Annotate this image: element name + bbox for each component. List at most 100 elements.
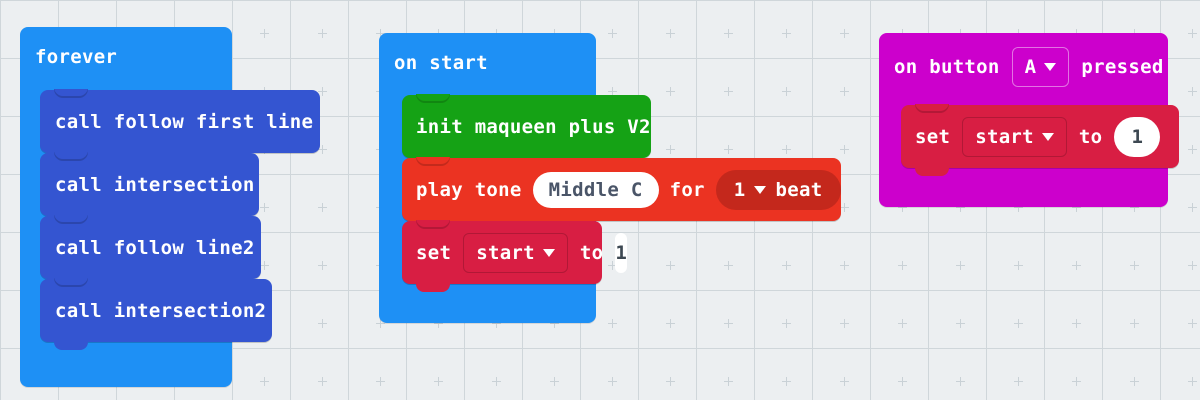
grid-plus-marker (1072, 377, 1081, 386)
block-label: call intersection (55, 173, 255, 196)
grid-plus-marker (1014, 319, 1023, 328)
grid-plus-marker (724, 145, 733, 154)
grid-plus-marker (666, 145, 675, 154)
chevron-down-icon (1041, 132, 1054, 141)
variable-name-text: start (476, 241, 535, 264)
set-to-label: to (1078, 125, 1103, 148)
grid-plus-marker (898, 261, 907, 270)
grid-plus-marker (1188, 29, 1197, 38)
play-tone-for-label: for (669, 178, 705, 201)
grid-plus-marker (782, 319, 791, 328)
assign-value-text: 1 (1131, 125, 1144, 148)
grid-plus-marker (376, 377, 385, 386)
grid-plus-marker (782, 377, 791, 386)
grid-plus-marker (1188, 319, 1197, 328)
grid-plus-marker (724, 261, 733, 270)
button-select-text: A (1024, 56, 1037, 78)
grid-plus-marker (666, 29, 675, 38)
forever-label: forever (35, 46, 118, 68)
variable-name-dropdown[interactable]: start (463, 232, 568, 273)
on-start-label: on start (394, 52, 488, 74)
grid-plus-marker (666, 87, 675, 96)
grid-plus-marker (956, 377, 965, 386)
block-label: call intersection2 (55, 299, 267, 322)
block-notch (915, 104, 949, 113)
grid-plus-marker (666, 377, 675, 386)
block-notch (416, 94, 450, 103)
grid-plus-marker (1130, 377, 1139, 386)
call-intersection2-block[interactable]: call intersection2 (40, 278, 272, 350)
grid-plus-marker (956, 261, 965, 270)
grid-plus-marker (840, 29, 849, 38)
grid-plus-marker (840, 261, 849, 270)
chevron-down-icon (542, 248, 555, 257)
block-notch (54, 278, 88, 287)
tone-value-field[interactable]: Middle C (532, 171, 659, 208)
grid-plus-marker (1072, 261, 1081, 270)
on-button-lead-label: on button (894, 56, 1000, 78)
assign-value-field[interactable]: 1 (615, 232, 628, 273)
grid-plus-marker (434, 377, 443, 386)
grid-plus-marker (1188, 145, 1197, 154)
variable-name-dropdown[interactable]: start (962, 116, 1067, 157)
grid-plus-marker (666, 261, 675, 270)
on-button-header: on button A pressed (894, 47, 1164, 87)
grid-plus-marker (840, 377, 849, 386)
set-variable-block-onbutton[interactable]: set start to 1 (901, 104, 1179, 176)
grid-plus-marker (1014, 377, 1023, 386)
block-notch (54, 152, 88, 161)
block-bump (54, 342, 88, 350)
block-label: init maqueen plus V2 (416, 115, 651, 138)
button-select-dropdown[interactable]: A (1011, 47, 1070, 87)
grid-plus-marker (898, 377, 907, 386)
grid-plus-marker (1188, 87, 1197, 96)
set-variable-block-onstart[interactable]: set start to 1 (402, 220, 628, 292)
grid-plus-marker (840, 203, 849, 212)
grid-plus-marker (550, 377, 559, 386)
grid-plus-marker (318, 377, 327, 386)
grid-plus-marker (260, 261, 269, 270)
grid-plus-marker (260, 29, 269, 38)
grid-plus-marker (782, 29, 791, 38)
grid-plus-marker (840, 145, 849, 154)
play-tone-block[interactable]: play tone Middle C for 1 beat (402, 157, 841, 221)
grid-plus-marker (318, 319, 327, 328)
block-notch (416, 157, 450, 166)
grid-plus-marker (1188, 261, 1197, 270)
grid-plus-marker (724, 319, 733, 328)
grid-plus-marker (782, 145, 791, 154)
grid-plus-marker (260, 203, 269, 212)
tone-value-text: Middle C (548, 178, 643, 201)
grid-plus-marker (1188, 377, 1197, 386)
grid-plus-marker (724, 87, 733, 96)
block-notch (416, 220, 450, 229)
assign-value-text: 1 (615, 241, 628, 264)
beat-unit-label: beat (775, 178, 823, 201)
beat-value-text: 1 (733, 178, 746, 201)
grid-plus-marker (1072, 319, 1081, 328)
beat-duration-dropdown[interactable]: 1 beat (715, 169, 841, 210)
grid-plus-marker (898, 319, 907, 328)
grid-plus-marker (1188, 203, 1197, 212)
grid-plus-marker (318, 261, 327, 270)
grid-plus-marker (1130, 261, 1139, 270)
call-follow-first-line-block[interactable]: call follow first line (40, 89, 320, 153)
grid-plus-marker (1014, 261, 1023, 270)
grid-plus-marker (260, 377, 269, 386)
grid-plus-marker (492, 377, 501, 386)
block-notch (54, 215, 88, 224)
set-lead-label: set (915, 125, 951, 148)
chevron-down-icon (753, 185, 766, 194)
grid-plus-marker (840, 319, 849, 328)
grid-plus-marker (608, 377, 617, 386)
init-maqueen-plus-v2-block[interactable]: init maqueen plus V2 (402, 94, 651, 158)
grid-plus-marker (666, 319, 675, 328)
call-follow-line2-block[interactable]: call follow line2 (40, 215, 261, 279)
call-intersection-block[interactable]: call intersection (40, 152, 259, 216)
grid-plus-marker (956, 319, 965, 328)
assign-value-field[interactable]: 1 (1114, 116, 1161, 157)
grid-plus-marker (840, 87, 849, 96)
on-button-trail-label: pressed (1081, 56, 1164, 78)
chevron-down-icon (1044, 63, 1057, 71)
